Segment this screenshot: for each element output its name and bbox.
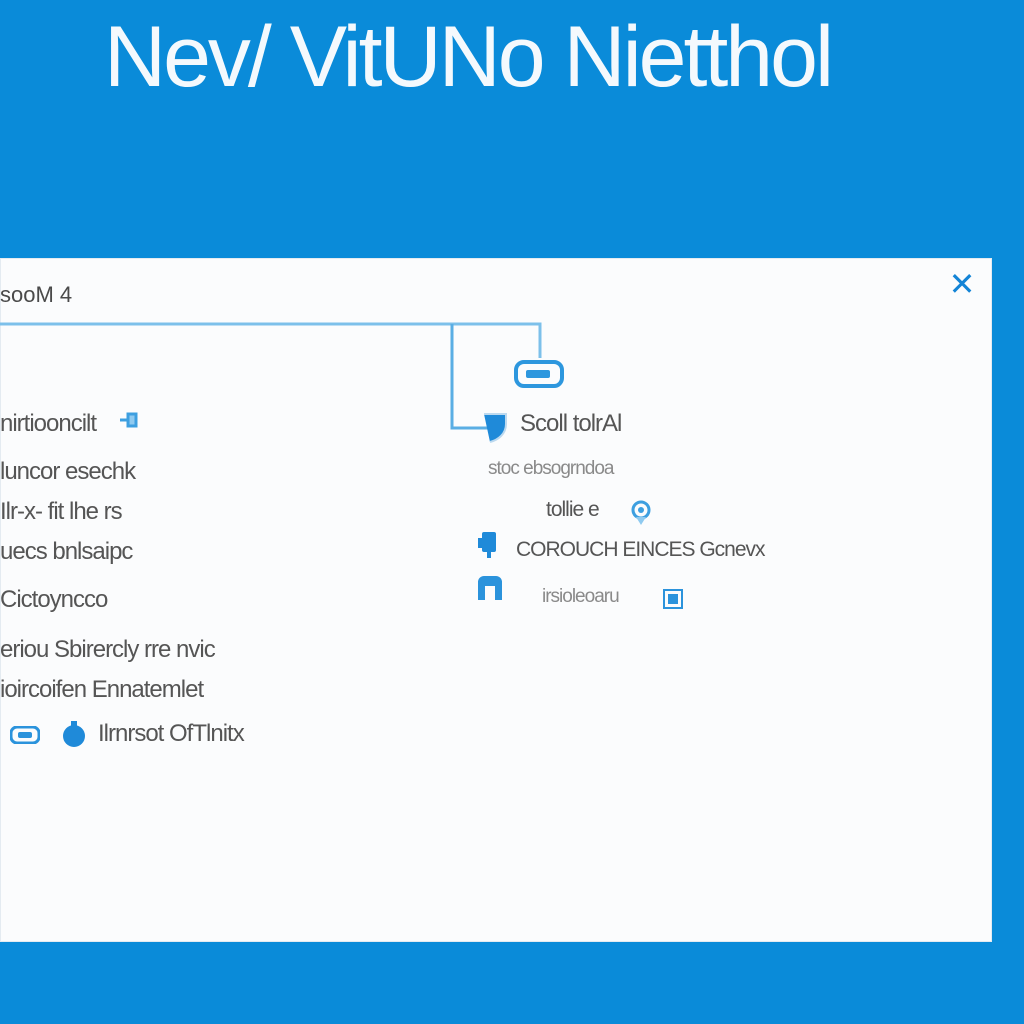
usb-icon bbox=[478, 532, 496, 558]
dialog-title: sooM 4 bbox=[0, 282, 73, 307]
list-item[interactable]: eriou Sbirercly rre nvic bbox=[0, 636, 216, 663]
list-item[interactable]: irsioleoaru bbox=[542, 586, 620, 607]
dialog-window: sooM 4 ✕ nirtiooncilt luncor esechk Ilr-… bbox=[0, 258, 992, 942]
list-item[interactable]: ioircoifen Ennatemlet bbox=[0, 676, 204, 703]
adapter-icon bbox=[478, 576, 502, 600]
shield-icon bbox=[484, 413, 507, 443]
network-adapter-icon[interactable] bbox=[514, 360, 564, 388]
network-indicator-icon bbox=[63, 721, 85, 747]
list-item[interactable]: luncor esechk bbox=[0, 458, 136, 485]
list-item[interactable]: Scoll tolrAl bbox=[520, 410, 622, 437]
close-button[interactable]: ✕ bbox=[944, 266, 980, 302]
list-item[interactable]: Ilr-x- fit lhe rs bbox=[0, 498, 123, 525]
list-item[interactable]: stoc ebsogrndoa bbox=[488, 458, 614, 479]
list-item[interactable]: Cictoyncco bbox=[0, 586, 108, 613]
list-item[interactable]: uecs bnlsaipc bbox=[0, 538, 133, 565]
list-item[interactable]: COROUCH EINCES Gcnevx bbox=[516, 538, 766, 561]
list-item[interactable]: tollie e bbox=[546, 498, 600, 521]
connector-lines bbox=[0, 322, 542, 430]
toggle-icon[interactable] bbox=[10, 726, 40, 744]
location-pin-icon bbox=[631, 500, 651, 525]
close-icon: ✕ bbox=[948, 266, 976, 302]
settings-grid-icon[interactable] bbox=[662, 588, 684, 610]
list-item[interactable]: nirtiooncilt bbox=[0, 410, 97, 437]
plug-icon bbox=[120, 412, 138, 428]
banner-title: Nev/ VitUNo Nietthol bbox=[104, 9, 834, 105]
list-item[interactable]: Ilrnrsot OfTlnitx bbox=[98, 720, 245, 747]
